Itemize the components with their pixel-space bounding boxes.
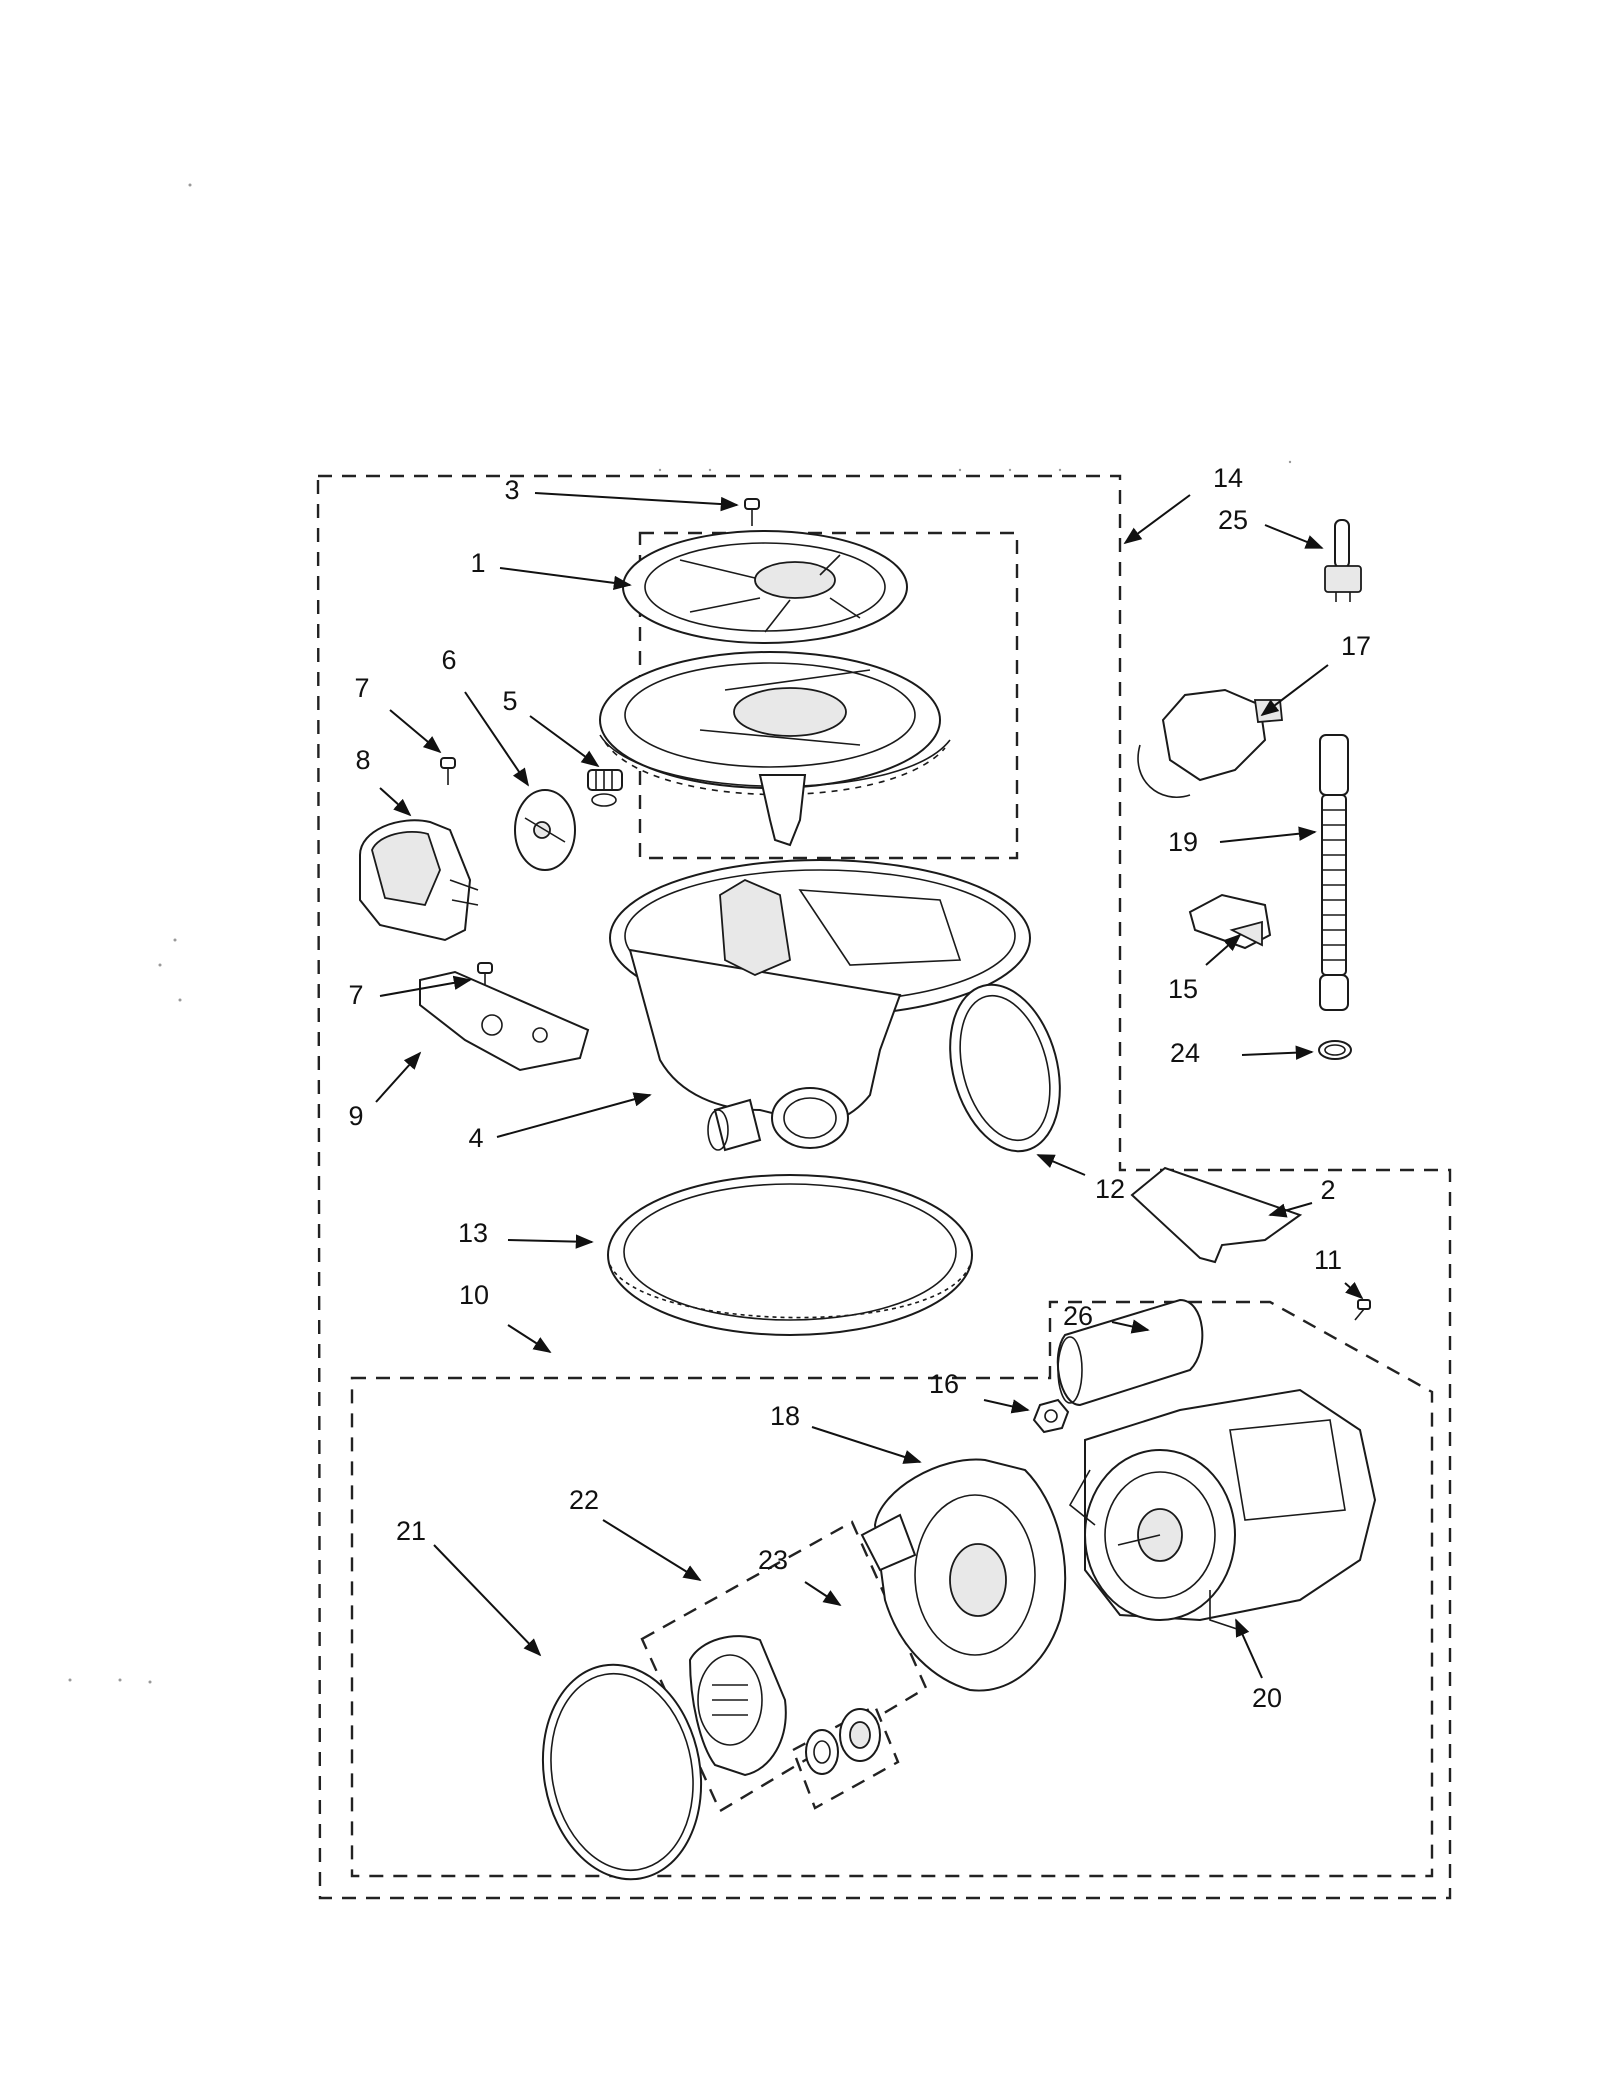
leader-lines xyxy=(375,492,1364,1679)
part-16-nut xyxy=(1032,1398,1070,1434)
part-19-hose xyxy=(1319,734,1349,1011)
callout-14: 14 xyxy=(1213,463,1243,493)
part-21-o-ring xyxy=(541,1663,703,1881)
scan-specks xyxy=(68,183,1292,1684)
callout-1: 1 xyxy=(470,548,485,578)
callout-5: 5 xyxy=(502,686,517,716)
part-13-gasket xyxy=(607,1174,973,1336)
callout-15: 15 xyxy=(1168,974,1198,1004)
callout-26: 26 xyxy=(1063,1301,1093,1331)
callout-2: 2 xyxy=(1320,1175,1335,1205)
part-26-capacitor xyxy=(1056,1298,1204,1407)
part-24-clamp xyxy=(1318,1040,1352,1060)
callout-16: 16 xyxy=(929,1369,959,1399)
callout-22: 22 xyxy=(569,1485,599,1515)
part-1-cover xyxy=(622,530,908,644)
callout-4: 4 xyxy=(468,1123,483,1153)
callout-24: 24 xyxy=(1170,1038,1200,1068)
callout-7b: 7 xyxy=(348,980,363,1010)
callout-labels: 1 2 3 4 5 6 7 7 8 9 10 11 12 13 14 15 16… xyxy=(348,463,1371,1713)
part-2-shield xyxy=(1130,1166,1303,1264)
callout-17: 17 xyxy=(1341,631,1371,661)
callout-7a: 7 xyxy=(354,673,369,703)
callout-21: 21 xyxy=(396,1516,426,1546)
part-6-disc xyxy=(514,789,576,871)
callout-23: 23 xyxy=(758,1545,788,1575)
main-assembly-boundary xyxy=(316,474,1452,1900)
part-5-clip xyxy=(587,769,623,807)
callout-12: 12 xyxy=(1095,1174,1125,1204)
callout-6: 6 xyxy=(441,645,456,675)
part-7-screw-upper xyxy=(440,757,456,785)
callout-20: 20 xyxy=(1252,1683,1282,1713)
seal-group-boundary xyxy=(791,1704,900,1810)
callout-11: 11 xyxy=(1314,1245,1342,1275)
part-9-bracket xyxy=(419,970,590,1072)
pump-motor-group-boundary xyxy=(350,1300,1434,1878)
part-25-sensor xyxy=(1324,519,1362,602)
callout-3: 3 xyxy=(504,475,519,505)
part-15-latch xyxy=(1188,893,1272,950)
part-8-housing xyxy=(359,819,479,942)
callout-13: 13 xyxy=(458,1218,488,1248)
callout-10: 10 xyxy=(459,1280,489,1310)
part-18-pump-housing xyxy=(860,1458,1067,1692)
part-22-impeller xyxy=(688,1635,787,1777)
part-11-screw xyxy=(1354,1299,1371,1321)
part-23-seal xyxy=(805,1708,881,1775)
part-3-screw xyxy=(744,498,760,526)
part-20-motor xyxy=(1068,1388,1377,1631)
part-4-sump xyxy=(609,859,1031,1152)
part-17-valve xyxy=(1137,688,1283,798)
callout-25: 25 xyxy=(1218,505,1248,535)
part-1-spray-arm xyxy=(599,651,951,847)
callout-9: 9 xyxy=(348,1101,363,1131)
callout-8: 8 xyxy=(355,745,370,775)
part-12-ring xyxy=(949,983,1061,1153)
callout-18: 18 xyxy=(770,1401,800,1431)
callout-19: 19 xyxy=(1168,827,1198,857)
